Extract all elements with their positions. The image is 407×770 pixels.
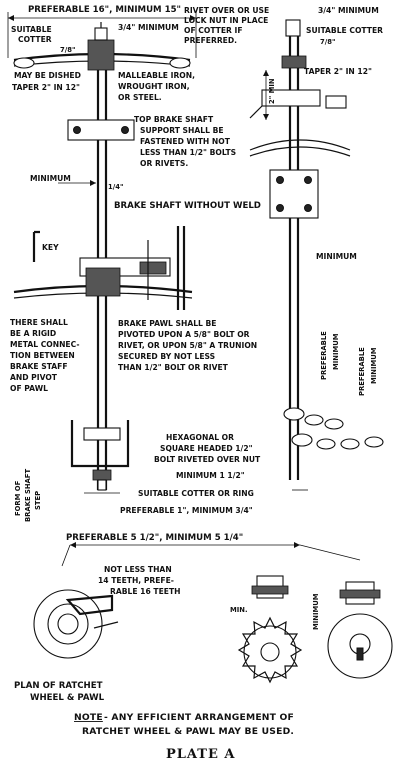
note-line-1: - ANY EFFICIENT ARRANGEMENT OF xyxy=(104,712,294,723)
label-form-step-1: FORM OF xyxy=(14,480,22,516)
plate-title: PLATE A xyxy=(166,747,236,762)
label-rigid-5: BRAKE STAFF xyxy=(10,362,68,371)
label-malleable-3: OR STEEL. xyxy=(118,93,162,102)
label-top-support-5: OR RIVETS. xyxy=(140,159,188,168)
brake-shaft-right xyxy=(249,19,384,491)
label-top-support-1: TOP BRAKE SHAFT xyxy=(134,115,214,124)
label-minimum-left: MINIMUM xyxy=(30,174,71,183)
label-pawl-4: SECURED BY NOT LESS xyxy=(118,352,215,361)
label-plan-2: WHEEL & PAWL xyxy=(30,693,105,703)
label-min-3-4-right: 3/4" MINIMUM xyxy=(318,6,379,15)
brake-shaft-step-left xyxy=(70,420,130,494)
label-top-support-3: FASTENED WITH NOT xyxy=(140,137,231,146)
label-minimum-vert: MINIMUM xyxy=(332,333,340,370)
label-rivet-over-3: OF COTTER IF xyxy=(184,26,243,35)
label-malleable-1: MALLEABLE IRON, xyxy=(118,71,195,80)
label-malleable-2: WROUGHT IRON, xyxy=(118,82,190,91)
label-preferable-vert: PREFERABLE xyxy=(320,331,328,380)
label-hex-1: HEXAGONAL OR xyxy=(166,433,234,442)
label-minimum-vert2: MINIMUM xyxy=(370,347,378,384)
label-rigid-7: OF PAWL xyxy=(10,384,48,393)
label-rivet-over-2: LOCK NUT IN PLACE xyxy=(184,16,268,25)
label-taper-left: TAPER 2" IN 12" xyxy=(12,83,80,92)
label-minimum-lower: MINIMUM xyxy=(312,593,320,630)
label-suitable-cotter-ring: SUITABLE COTTER OR RING xyxy=(138,489,254,498)
label-quarter-left: 1/4" xyxy=(108,183,123,191)
label-rigid-6: AND PIVOT xyxy=(10,373,58,382)
note-lead: NOTE xyxy=(74,712,103,723)
ratchet-plan xyxy=(33,542,393,684)
label-rigid-2: BE A RIGID xyxy=(10,329,56,338)
label-form-step-3: STEP xyxy=(34,491,42,510)
label-preferable-5: PREFERABLE 5 1/2", MINIMUM 5 1/4" xyxy=(66,533,243,543)
key-part xyxy=(32,230,40,262)
label-rigid-3: METAL CONNEC- xyxy=(10,340,80,349)
label-min-1-half: MINIMUM 1 1/2" xyxy=(176,471,245,480)
label-2-inch-min: 2" MIN xyxy=(268,78,276,104)
note-line-2: RATCHET WHEEL & PAWL MAY BE USED. xyxy=(82,726,294,737)
dimension-marks-right xyxy=(263,70,269,120)
label-hex-3: BOLT RIVETED OVER NUT xyxy=(154,455,261,464)
label-min-lower: MIN. xyxy=(230,606,248,614)
label-pawl-1: BRAKE PAWL SHALL BE xyxy=(118,319,217,328)
label-rivet-over-1: RIVET OVER OR USE xyxy=(184,6,269,15)
label-key: KEY xyxy=(42,243,59,252)
label-top-support-4: LESS THAN 1/2" BOLTS xyxy=(140,148,236,157)
label-pawl-5: THAN 1/2" BOLT OR RIVET xyxy=(118,363,229,372)
label-pawl-2: PIVOTED UPON A 5/8" BOLT OR xyxy=(118,330,250,339)
label-pawl-3: RIVET, OR UPON 5/8" A TRUNION xyxy=(118,341,257,350)
label-not-less-1: NOT LESS THAN xyxy=(104,565,172,574)
label-taper-right: TAPER 2" IN 12" xyxy=(304,67,372,76)
label-top-support-2: SUPPORT SHALL BE xyxy=(140,126,224,135)
label-preferable-1: PREFERABLE 1", MINIMUM 3/4" xyxy=(120,506,253,515)
label-min-7-8-left: 7/8" xyxy=(60,46,75,54)
brake-wheel-left xyxy=(7,12,197,71)
label-not-less-3: RABLE 16 TEETH xyxy=(110,587,180,596)
label-plan-1: PLAN OF RATCHET xyxy=(14,681,103,691)
label-brake-shaft-without-weld: BRAKE SHAFT WITHOUT WELD xyxy=(114,201,261,211)
label-preferable-vert2: PREFERABLE xyxy=(358,347,366,396)
star-ratchet-wheel xyxy=(237,616,303,684)
label-rivet-over-4: PREFERRED. xyxy=(184,36,237,45)
label-minimum-right: MINIMUM xyxy=(316,252,357,261)
label-rigid-4: TION BETWEEN xyxy=(10,351,75,360)
label-not-less-2: 14 TEETH, PREFE- xyxy=(98,576,174,585)
label-hex-2: SQUARE HEADED 1/2" xyxy=(160,444,253,453)
label-may-be-dished: MAY BE DISHED xyxy=(14,71,81,80)
label-suitable-cotter-right: SUITABLE COTTER xyxy=(306,26,383,35)
label-min-7-8-right: 7/8" xyxy=(320,38,335,46)
ratchet-assembly-left xyxy=(13,226,193,310)
label-form-step-2: BRAKE SHAFT xyxy=(24,469,32,522)
label-rigid-1: THERE SHALL xyxy=(10,318,68,327)
label-suitable-left: SUITABLE xyxy=(11,25,52,34)
label-min-3-4-top: 3/4" MINIMUM xyxy=(118,23,179,32)
label-cotter-left: COTTER xyxy=(18,35,52,44)
label-preferable-16: PREFERABLE 16", MINIMUM 15" xyxy=(28,5,181,15)
